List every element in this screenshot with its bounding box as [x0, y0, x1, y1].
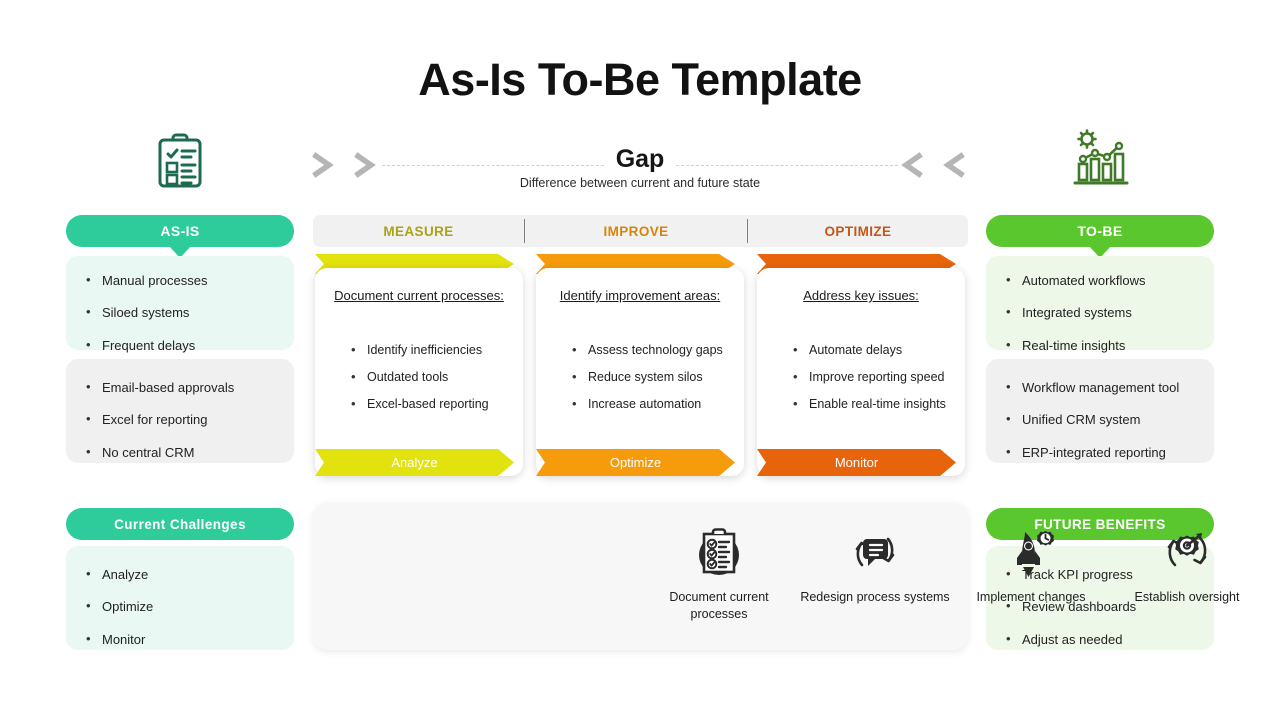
tab-optimize-label: OPTIMIZE: [824, 223, 892, 239]
process-steps-panel: Document current processes Redesign: [313, 503, 1239, 650]
list-item: Email-based approvals: [80, 380, 280, 395]
list-item: Excel for reporting: [80, 412, 280, 427]
phase-header-bar: MEASURE IMPROVE OPTIMIZE: [313, 215, 968, 247]
list-item: Identify inefficiencies: [345, 343, 489, 358]
as-is-primary-list: Manual processes Siloed systems Frequent…: [80, 273, 280, 353]
optimize-card: Address key issues: Automate delays Impr…: [757, 268, 965, 476]
tab-optimize[interactable]: OPTIMIZE: [748, 215, 968, 247]
gear-target-arrow-cycle-icon: [1109, 523, 1265, 581]
gap-heading: Gap: [615, 145, 665, 173]
tab-improve[interactable]: IMPROVE: [525, 215, 747, 247]
as-is-primary-box: Manual processes Siloed systems Frequent…: [66, 256, 294, 353]
list-item: Integrated systems: [1000, 305, 1200, 320]
optimize-footer-chevron[interactable]: Monitor: [757, 449, 956, 476]
step-redesign-process-systems[interactable]: Redesign process systems: [797, 523, 953, 606]
as-is-secondary-list: Email-based approvals Excel for reportin…: [80, 380, 280, 460]
list-item: Optimize: [80, 599, 280, 614]
list-item: Real-time insights: [1000, 338, 1200, 353]
to-be-secondary-box: Workflow management tool Unified CRM sys…: [986, 359, 1214, 463]
current-challenges-header-pill[interactable]: Current Challenges: [66, 508, 294, 540]
arrow-left-icon: [898, 150, 924, 180]
optimize-card-list: Automate delays Improve reporting speed …: [787, 343, 946, 424]
optimize-footer-label: Monitor: [834, 455, 879, 470]
step-establish-oversight[interactable]: Establish oversight: [1109, 523, 1265, 606]
list-item: Automate delays: [787, 343, 946, 358]
improve-footer-chevron[interactable]: Optimize: [536, 449, 735, 476]
current-challenges-list: Analyze Optimize Monitor: [80, 567, 280, 647]
as-is-secondary-box: Email-based approvals Excel for reportin…: [66, 359, 294, 463]
future-benefits-header-pill[interactable]: FUTURE BENEFITS: [986, 508, 1214, 540]
page-title: As-Is To-Be Template: [418, 54, 862, 105]
to-be-header-label: TO-BE: [1077, 223, 1123, 239]
to-be-header-pill[interactable]: TO-BE: [986, 215, 1214, 258]
list-item: Track KPI progress: [1000, 567, 1200, 582]
arrow-left-icon: [940, 150, 966, 180]
list-item: Manual processes: [80, 273, 280, 288]
as-is-header-label: AS-IS: [160, 223, 200, 239]
list-item: Enable real-time insights: [787, 397, 946, 412]
list-item: Reduce system silos: [566, 370, 723, 385]
clipboard-checklist-icon: [152, 132, 208, 195]
gap-band: Gap Difference between current and futur…: [300, 140, 980, 202]
list-item: ERP-integrated reporting: [1000, 445, 1200, 460]
improve-card-list: Assess technology gaps Reduce system sil…: [566, 343, 723, 424]
list-item: Excel-based reporting: [345, 397, 489, 412]
chat-refresh-cycle-icon: [797, 523, 953, 581]
current-challenges-box: Analyze Optimize Monitor: [66, 546, 294, 650]
measure-card-list: Identify inefficiencies Outdated tools E…: [345, 343, 489, 424]
step-document-current-processes[interactable]: Document current processes: [641, 523, 797, 623]
improve-card: Identify improvement areas: Assess techn…: [536, 268, 744, 476]
list-item: Automated workflows: [1000, 273, 1200, 288]
arrow-right-icon: [353, 150, 379, 180]
list-item: Outdated tools: [345, 370, 489, 385]
list-item: Frequent delays: [80, 338, 280, 353]
list-item: Assess technology gaps: [566, 343, 723, 358]
measure-footer-label: Analyze: [391, 455, 438, 470]
list-item: Review dashboards: [1000, 599, 1200, 614]
header-separator: [524, 219, 525, 243]
list-item: Analyze: [80, 567, 280, 582]
to-be-secondary-list: Workflow management tool Unified CRM sys…: [1000, 380, 1200, 460]
step-label: Implement changes: [976, 590, 1086, 604]
future-benefits-list: Track KPI progress Review dashboards Adj…: [1000, 567, 1200, 647]
list-item: Monitor: [80, 632, 280, 647]
list-item: Siloed systems: [80, 305, 280, 320]
improve-card-heading: Identify improvement areas:: [559, 288, 721, 303]
to-be-primary-box: Automated workflows Integrated systems R…: [986, 256, 1214, 353]
pill-notch: [1089, 246, 1111, 258]
gap-dashed-line-right: [676, 165, 898, 166]
gear-bar-chart-growth-icon: [1068, 128, 1132, 195]
list-item: Adjust as needed: [1000, 632, 1200, 647]
list-item: No central CRM: [80, 445, 280, 460]
list-item: Unified CRM system: [1000, 412, 1200, 427]
list-item: Increase automation: [566, 397, 723, 412]
step-label: Document current processes: [669, 590, 769, 621]
tab-measure-label: MEASURE: [383, 223, 454, 239]
gap-subtitle: Difference between current and future st…: [519, 176, 761, 190]
tab-measure[interactable]: MEASURE: [313, 215, 524, 247]
future-benefits-label: FUTURE BENEFITS: [1034, 516, 1166, 532]
arrow-right-icon: [311, 150, 337, 180]
header-separator: [747, 219, 748, 243]
improve-footer-label: Optimize: [609, 455, 662, 470]
step-label: Redesign process systems: [800, 590, 950, 604]
optimize-card-heading: Address key issues:: [803, 288, 919, 303]
clipboard-checklist-filled-icon: [641, 523, 797, 581]
to-be-primary-list: Automated workflows Integrated systems R…: [1000, 273, 1200, 353]
step-implement-changes[interactable]: Implement changes: [953, 523, 1109, 606]
as-is-header-pill[interactable]: AS-IS: [66, 215, 294, 258]
gap-dashed-line-left: [382, 165, 604, 166]
measure-card-heading: Document current processes:: [334, 288, 504, 303]
measure-footer-chevron[interactable]: Analyze: [315, 449, 514, 476]
current-challenges-label: Current Challenges: [114, 516, 246, 532]
list-item: Workflow management tool: [1000, 380, 1200, 395]
rocket-gear-clock-icon: [953, 523, 1109, 581]
step-label: Establish oversight: [1134, 590, 1240, 604]
measure-card: Document current processes: Identify ine…: [315, 268, 523, 476]
list-item: Improve reporting speed: [787, 370, 946, 385]
tab-improve-label: IMPROVE: [603, 223, 669, 239]
pill-notch: [169, 246, 191, 258]
